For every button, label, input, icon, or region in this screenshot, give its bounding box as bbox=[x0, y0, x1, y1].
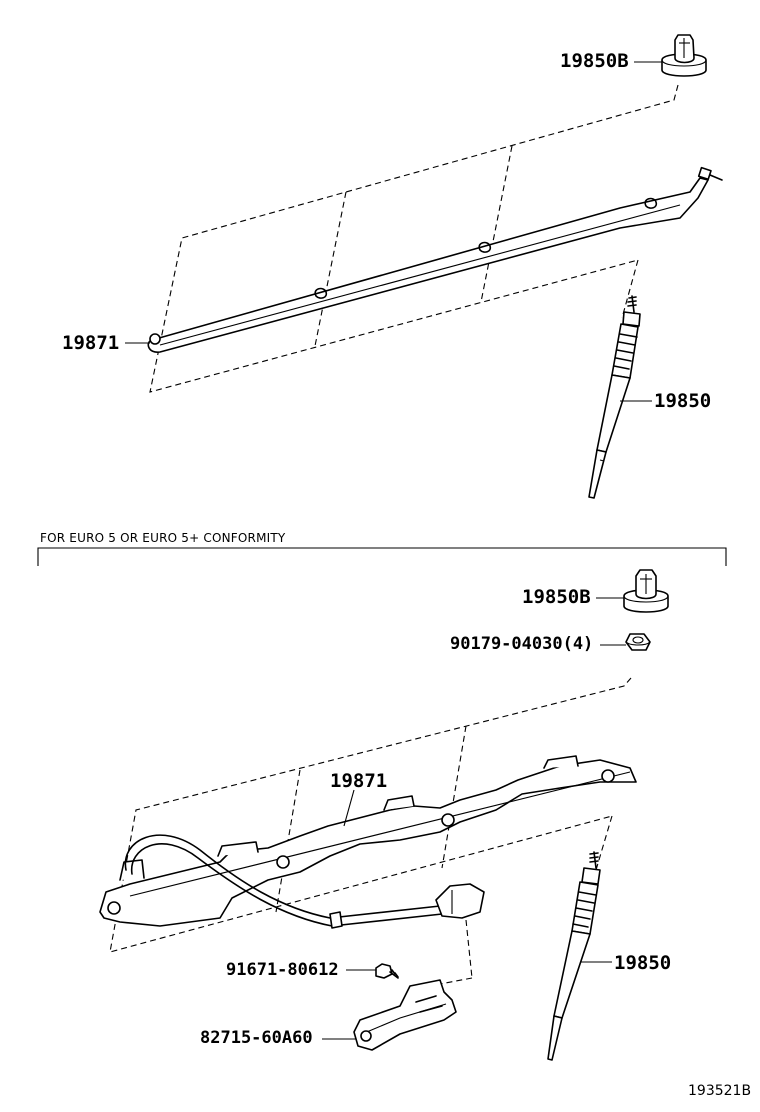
top-dashed-guides bbox=[149, 84, 679, 393]
euro5-bracket-callout[interactable]: 82715-60A60 bbox=[200, 1028, 313, 1048]
euro5-glow-plug-shape bbox=[547, 851, 601, 1061]
top-connector-bar-callout[interactable]: 19871 bbox=[62, 332, 120, 354]
euro5-nut-shape bbox=[625, 633, 651, 651]
top-glow-plug-shape bbox=[588, 295, 641, 499]
euro5-wire-harness-shape bbox=[99, 755, 637, 929]
euro5-bracket-shape bbox=[353, 979, 457, 1051]
euro5-glow-plug-callout[interactable]: 19850 bbox=[614, 952, 672, 974]
euro5-leader-lines bbox=[322, 597, 626, 1040]
euro5-section-bracket bbox=[37, 547, 727, 566]
euro5-glow-plug-cap-shape bbox=[623, 569, 669, 613]
euro5-glow-plug-cap-callout[interactable]: 19850B bbox=[522, 586, 591, 608]
top-glow-plug-callout[interactable]: 19850 bbox=[654, 390, 712, 412]
euro5-wire-harness-callout[interactable]: 19871 bbox=[330, 770, 388, 792]
top-leader-lines bbox=[125, 61, 662, 402]
top-connector-bar-shape bbox=[147, 166, 723, 353]
figure-id: 193521B bbox=[688, 1083, 752, 1099]
euro5-section-title: FOR EURO 5 OR EURO 5+ CONFORMITY bbox=[40, 531, 286, 545]
euro5-bolt-shape bbox=[375, 963, 399, 979]
euro5-nut-callout[interactable]: 90179-04030(4) bbox=[450, 634, 594, 654]
top-glow-plug-cap-callout[interactable]: 19850B bbox=[560, 50, 629, 72]
top-glow-plug-cap-shape bbox=[661, 34, 707, 77]
euro5-bolt-callout[interactable]: 91671-80612 bbox=[226, 960, 339, 980]
